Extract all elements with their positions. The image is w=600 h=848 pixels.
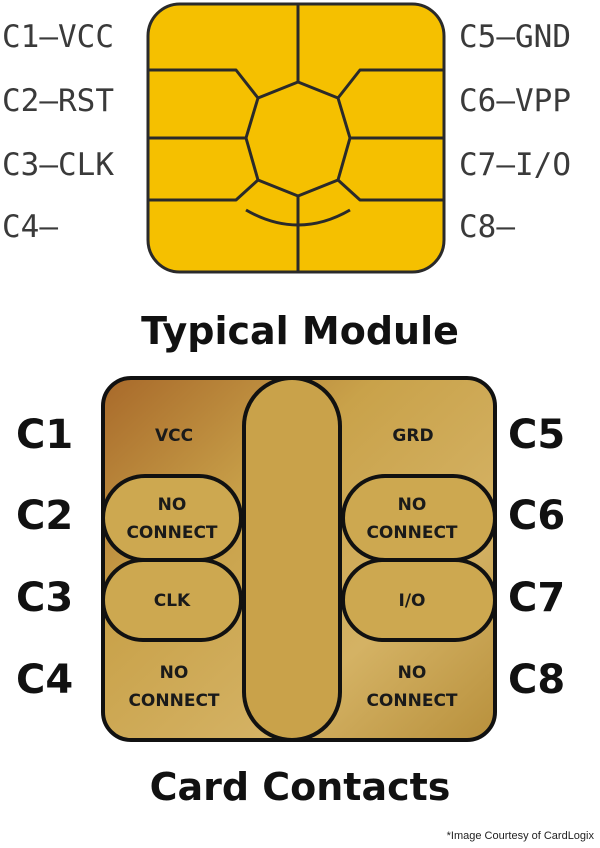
card-label-c3: C3 [16, 575, 74, 621]
pad-c1-label: VCC [155, 426, 193, 446]
module-label-c6: C6—VPP [459, 83, 571, 119]
pad-c7 [341, 558, 497, 642]
pad-c3 [101, 558, 243, 642]
module-label-c5: C5—GND [459, 19, 571, 55]
module-label-c8: C8— [459, 209, 515, 245]
module-label-c7: C7—I/O [459, 147, 571, 183]
card-title: Card Contacts [149, 765, 451, 809]
card-label-c8: C8 [508, 657, 566, 703]
pad-c2 [101, 474, 243, 562]
pad-c6-label-line1: NO [398, 495, 427, 515]
module-label-c1: C1—VCC [2, 19, 114, 55]
image-credit: *Image Courtesy of CardLogix [446, 830, 594, 842]
pad-c2-label-line1: NO [158, 495, 187, 515]
pad-c4-label-line2: CONNECT [128, 691, 219, 711]
pad-c8-label-line2: CONNECT [366, 691, 457, 711]
card-label-c4: C4 [16, 657, 74, 703]
card-label-c6: C6 [508, 493, 566, 539]
card-label-c5: C5 [508, 412, 566, 458]
pad-c3-label: CLK [154, 591, 191, 611]
pad-c5-label: GRD [392, 426, 433, 446]
pad-c4-label-line1: NO [160, 663, 189, 683]
card-center-bar [242, 376, 342, 742]
pad-c8-label-line1: NO [398, 663, 427, 683]
pad-c6 [341, 474, 497, 562]
pad-c6-label-line2: CONNECT [366, 523, 457, 543]
module-label-c4: C4— [2, 209, 58, 245]
card-label-c7: C7 [508, 575, 566, 621]
pad-c7-label: I/O [399, 591, 426, 611]
module-title: Typical Module [141, 309, 459, 353]
module-label-c2: C2—RST [2, 83, 114, 119]
card-label-c1: C1 [16, 412, 74, 458]
module-contact-lines [148, 4, 444, 272]
card-label-c2: C2 [16, 493, 74, 539]
module-label-c3: C3—CLK [2, 147, 114, 183]
pad-c2-label-line2: CONNECT [126, 523, 217, 543]
